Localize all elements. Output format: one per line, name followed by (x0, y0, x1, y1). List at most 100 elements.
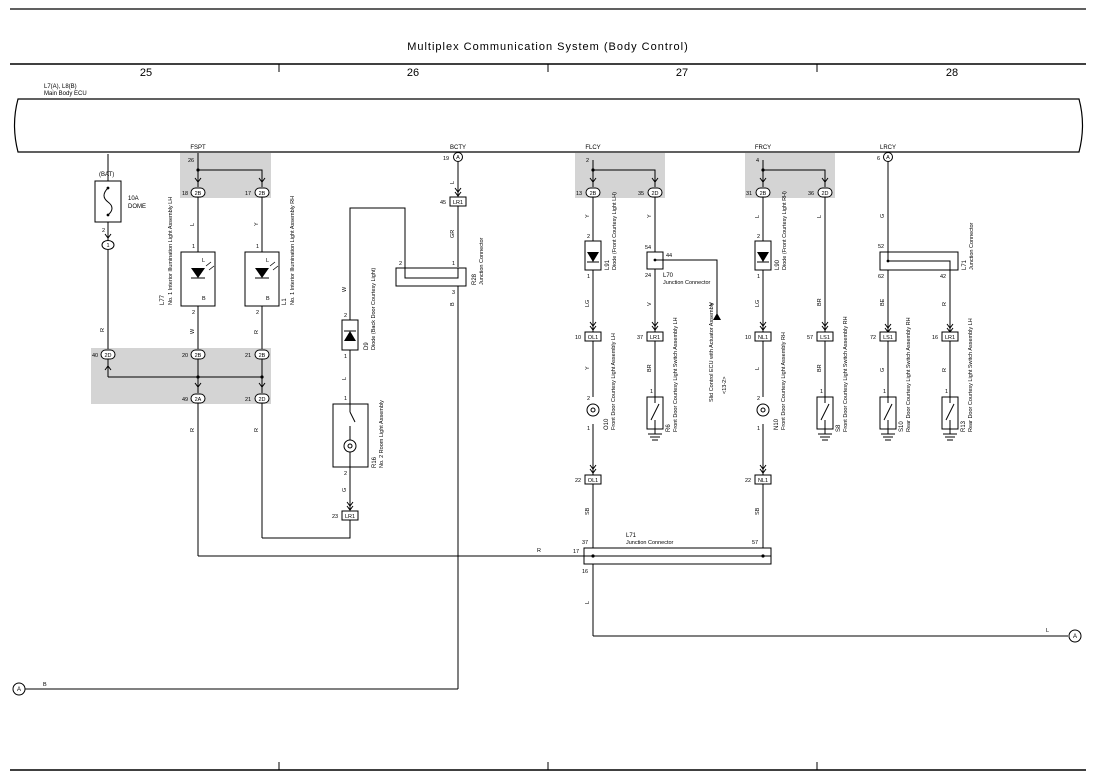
wire-color: B (43, 682, 47, 688)
wire-color: V (647, 302, 653, 306)
svg-text:49: 49 (182, 397, 188, 403)
svg-text:1: 1 (344, 396, 347, 402)
interior-light-rh-id: L1 (282, 298, 288, 305)
junction-connector-l71-right: 52 62 42 (878, 244, 959, 280)
wires-lrcy (884, 162, 954, 397)
rear-courtesy-switch-rh: 1 (879, 389, 897, 441)
svg-text:40: 40 (92, 353, 98, 359)
page-frame (10, 8, 1086, 771)
wire-color: L (755, 367, 761, 370)
svg-text:2: 2 (587, 396, 590, 402)
wire-color: BR (817, 298, 823, 306)
svg-text:44: 44 (666, 253, 672, 259)
column-number-26: 26 (407, 67, 419, 79)
wire-color: SB (585, 507, 591, 515)
svg-text:1: 1 (256, 244, 259, 250)
connector-nl1-10: 10 NL1 (745, 331, 772, 342)
svg-text:54: 54 (645, 245, 651, 251)
svg-text:2: 2 (192, 310, 195, 316)
svg-text:2B: 2B (259, 191, 266, 197)
svg-text:1: 1 (650, 389, 653, 395)
ecu-box (13, 98, 1084, 153)
connector-2b-20: 20 2B (182, 349, 206, 360)
connector-lr1-16: 16 LR1 (932, 331, 959, 342)
wire-color: L (585, 601, 591, 604)
svg-text:62: 62 (878, 274, 884, 280)
ecu-name: Main Body ECU (44, 91, 87, 97)
fuse-dome (94, 180, 122, 223)
room-light-name: No. 2 Room Light Assembly (379, 400, 385, 468)
ecu-pin-bcty: BCTY (450, 145, 466, 151)
svg-text:1: 1 (344, 354, 347, 360)
wire-color: LG (755, 300, 761, 307)
svg-text:2A: 2A (195, 397, 202, 403)
connector-ol1-22: 22 OL1 (575, 474, 602, 485)
svg-text:2: 2 (757, 396, 760, 402)
svg-text:LR1: LR1 (453, 200, 463, 206)
fuse-connector (101, 240, 115, 250)
svg-text:B: B (266, 296, 270, 302)
connector-2d-21: 21 2D (245, 393, 270, 404)
fuse-pin-in: 2 (102, 228, 105, 234)
fuse-rating-label: 10A (128, 196, 139, 202)
wire-color: BR (647, 364, 653, 372)
svg-text:22: 22 (745, 478, 751, 484)
diode-front-rh-name: Diode (Front Courtesy Light RH) (782, 191, 788, 270)
wire-color: L (817, 215, 823, 218)
column-number-27: 27 (676, 67, 688, 79)
wire-color: R (537, 548, 541, 554)
connector-nl1-22: 22 NL1 (745, 474, 772, 485)
svg-text:13: 13 (576, 191, 582, 197)
svg-text:6: 6 (877, 156, 880, 162)
rear-courtesy-switch-lh-name: Rear Door Courtesy Light Switch Assembly… (968, 318, 974, 432)
svg-text:A: A (456, 155, 460, 161)
svg-text:1: 1 (883, 389, 886, 395)
svg-text:20: 20 (182, 353, 188, 359)
svg-text:LR1: LR1 (650, 335, 660, 341)
svg-text:52: 52 (878, 244, 884, 250)
connector-2b-21: 21 2B (245, 349, 270, 360)
junction-connector-l70-name: Junction Connector (663, 280, 711, 286)
svg-text:A: A (1073, 634, 1077, 640)
courtesy-switch-lh: 1 (646, 389, 664, 441)
svg-text:OL1: OL1 (588, 478, 598, 484)
svg-text:22: 22 (575, 478, 581, 484)
svg-text:2D: 2D (258, 397, 265, 403)
column-number-25: 25 (140, 67, 152, 79)
svg-text:37: 37 (637, 335, 643, 341)
wire-color: G (880, 214, 886, 218)
wire-color: G (342, 488, 348, 492)
wire-color: R (942, 302, 948, 306)
ecu-pin-fspt: FSPT (190, 145, 206, 151)
room-light-id: R16 (372, 456, 378, 468)
interior-light-rh: 1 2 L B (244, 244, 280, 316)
connector-ol1-10: 10 OL1 (575, 331, 602, 342)
interior-light-rh-name: No. 1 Interior Illumination Light Assemb… (290, 196, 296, 305)
svg-text:16: 16 (582, 569, 588, 575)
junction-connector-l71-bottom: 37 17 57 16 (573, 540, 772, 575)
diode-front-lh-name: Diode (Front Courtesy Light LH) (612, 192, 618, 270)
courtesy-switch-lh-name: Front Door Courtesy Light Switch Assembl… (673, 317, 679, 432)
svg-text:35: 35 (638, 191, 644, 197)
svg-text:B: B (202, 296, 206, 302)
connector-2b-18: 18 2B (182, 187, 206, 198)
svg-text:L: L (202, 258, 205, 264)
svg-text:42: 42 (940, 274, 946, 280)
rear-courtesy-switch-lh-id: R13 (961, 420, 967, 432)
svg-text:1: 1 (192, 244, 195, 250)
offpage-connector-right: A (1068, 629, 1082, 643)
fuse-source-label: (BAT) (99, 172, 114, 178)
courtesy-switch-lh-id: R6 (666, 424, 672, 432)
connector-2b-13: 13 2B (576, 187, 601, 198)
wire-color: LG (585, 300, 591, 307)
rear-courtesy-switch-lh: 1 (941, 389, 959, 441)
svg-text:36: 36 (808, 191, 814, 197)
fuse-name-label: DOME (128, 204, 146, 210)
wire-color: R (190, 428, 196, 432)
junction-connector-r28: 2 1 3 (395, 261, 467, 296)
svg-text:NL1: NL1 (758, 335, 768, 341)
connector-lr1-23: 23 LR1 (332, 510, 359, 521)
courtesy-light-rh-name: Front Door Courtesy Light Assembly RH (781, 332, 787, 430)
ecu-pin-number-flcy: 2 (586, 158, 589, 164)
